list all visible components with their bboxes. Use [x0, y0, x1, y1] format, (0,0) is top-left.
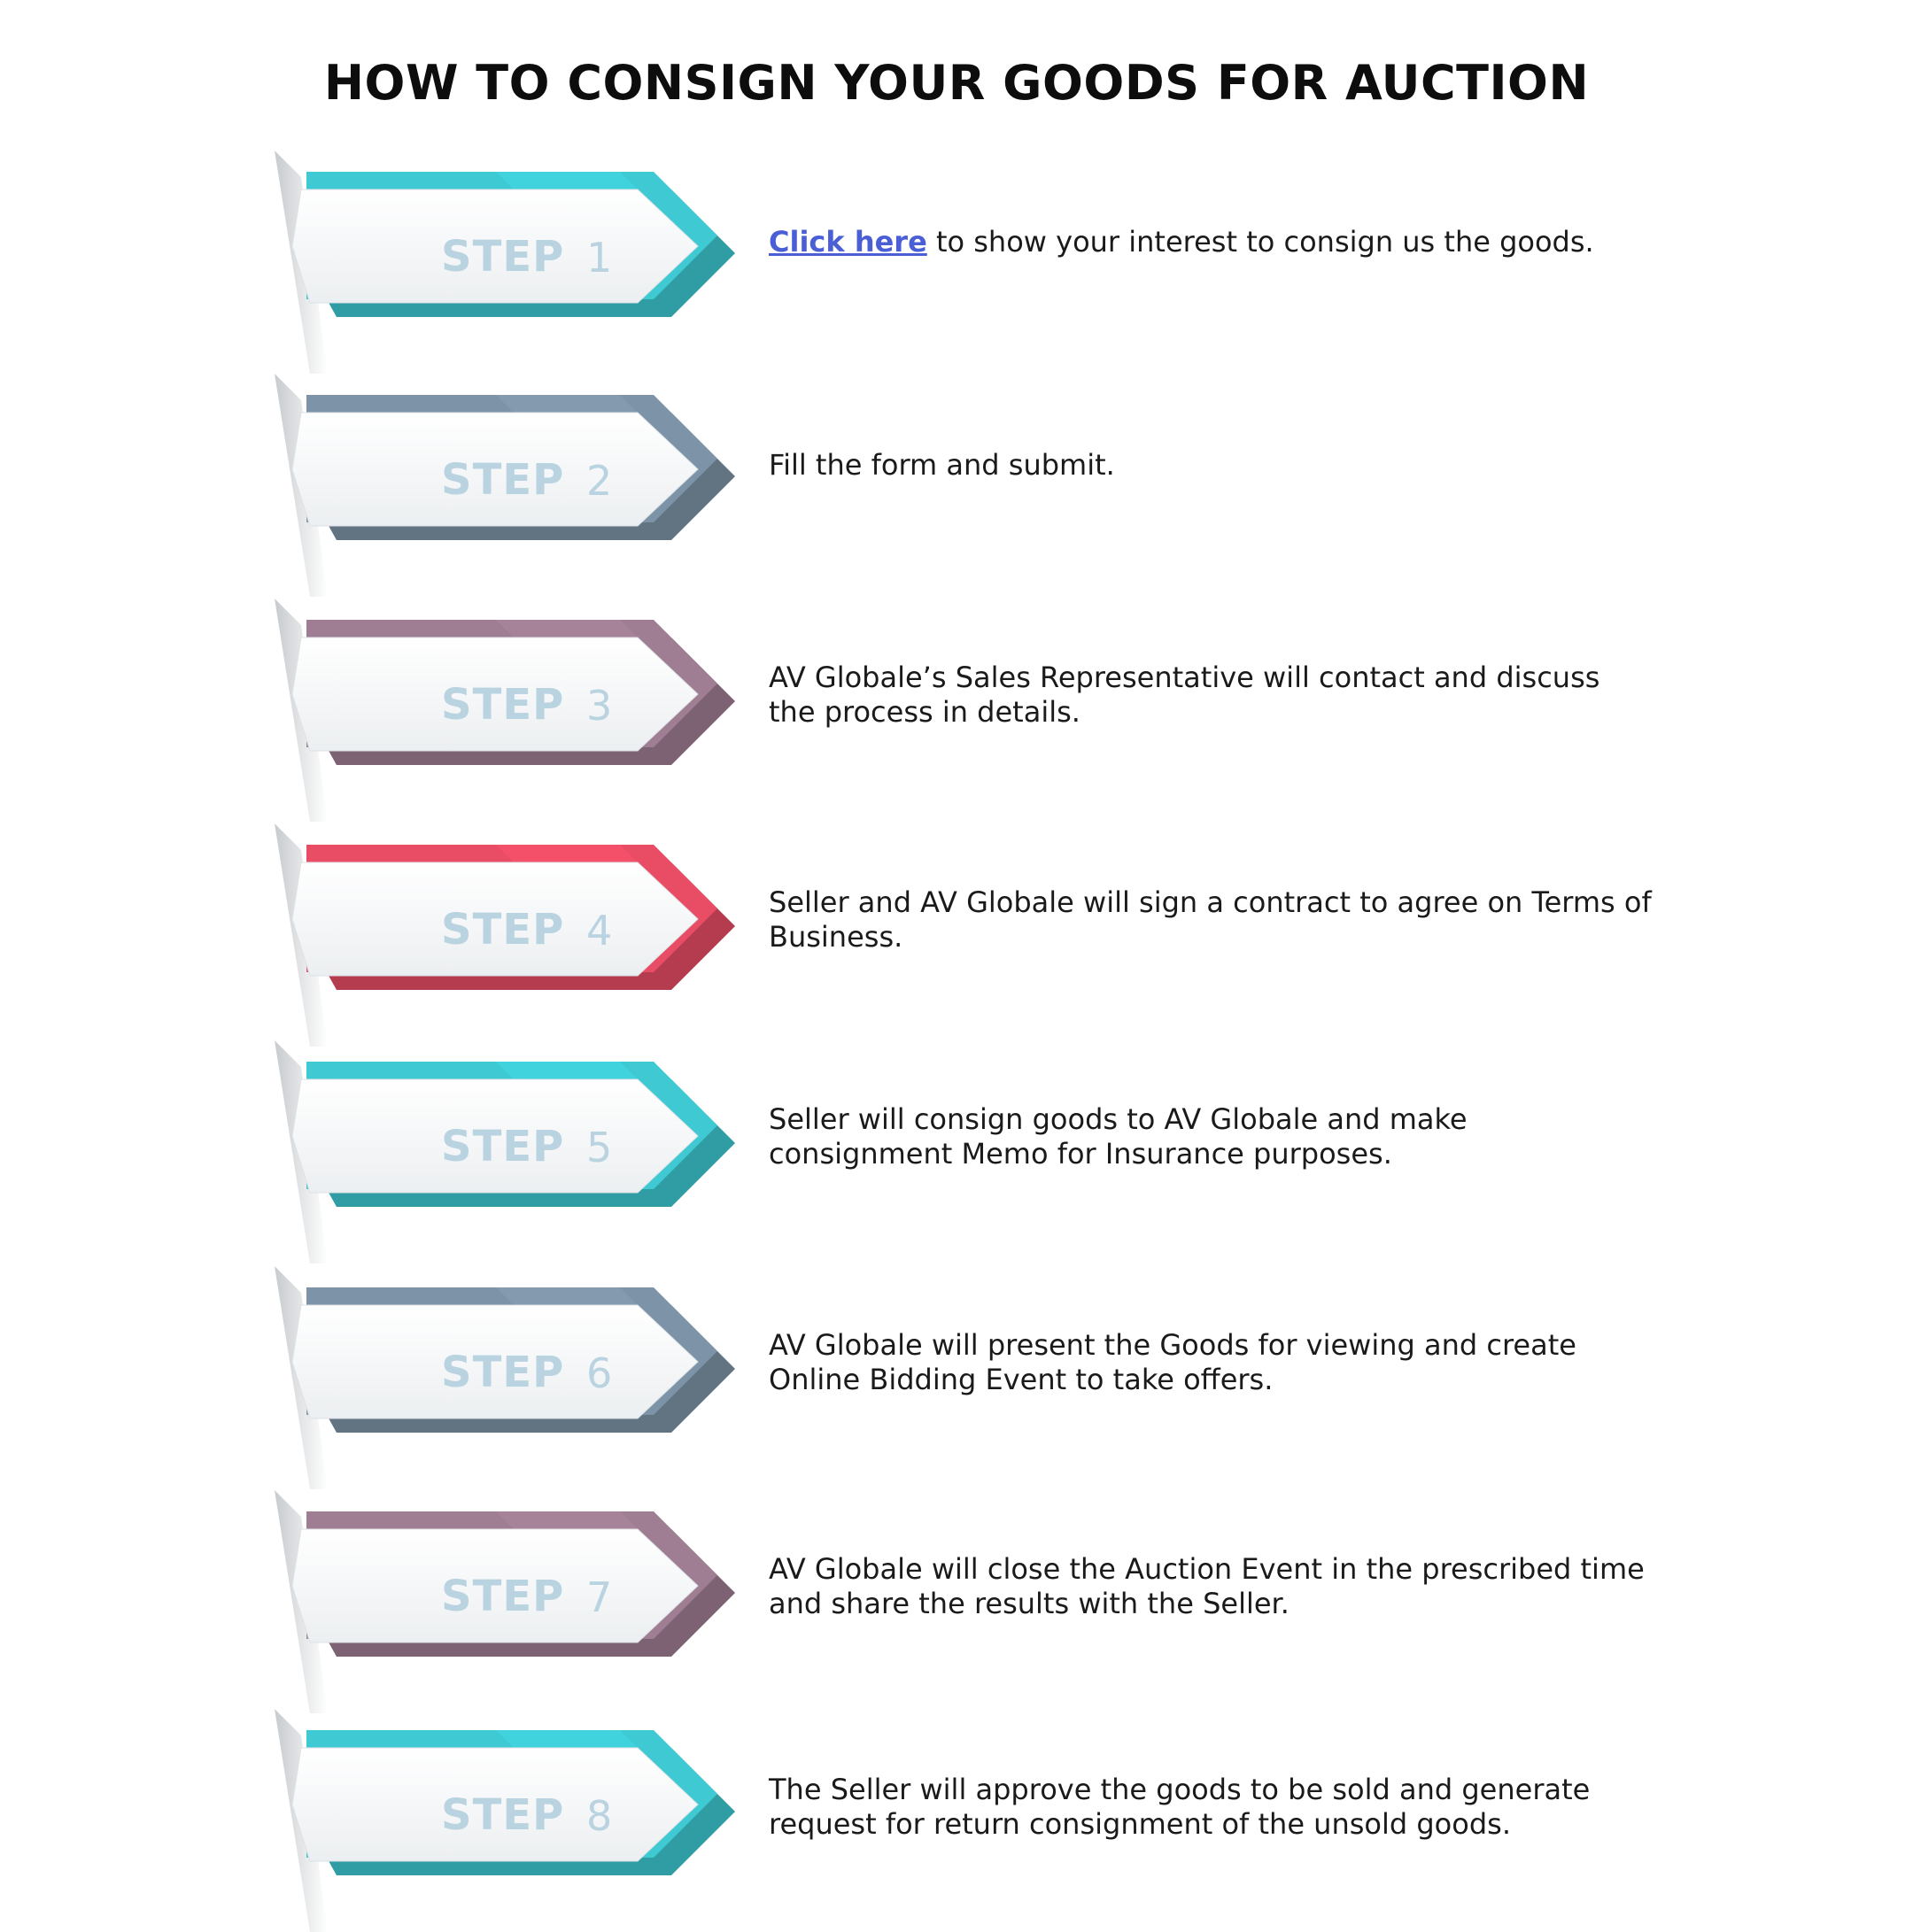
step-label: STEP: [441, 1122, 565, 1171]
step-arrow-graphic: [275, 1490, 735, 1713]
step-label: STEP: [441, 1348, 565, 1397]
step-row: STEP 1 Click here to show your interest to…: [0, 151, 1913, 374]
step-plaque: [291, 189, 699, 304]
step-plaque: [291, 637, 699, 752]
step-description-text: AV Globale will close the Auction Event …: [769, 1552, 1645, 1620]
step-description: AV Globale will close the Auction Event …: [769, 1552, 1654, 1621]
step-arrow-graphic: [275, 1040, 735, 1264]
step-number: 3: [586, 682, 613, 730]
step-plaque: [291, 1528, 699, 1643]
step-arrow-graphic: [275, 374, 735, 597]
step-number: 4: [586, 907, 613, 954]
step-number: 1: [586, 234, 613, 282]
step-arrow-graphic: [275, 1266, 735, 1489]
step-badge: STEP 2: [275, 374, 735, 597]
step-label: STEP: [441, 905, 565, 954]
step-description-text: The Seller will approve the goods to be …: [769, 1773, 1591, 1841]
step-number: 7: [586, 1573, 613, 1621]
step-description-text: Seller will consign goods to AV Globale …: [769, 1102, 1468, 1171]
step-description-text: AV Globale will present the Goods for vi…: [769, 1328, 1576, 1396]
step-row: STEP 4 Seller and AV Globale will sign a c…: [0, 823, 1913, 1047]
step-description-text: to show your interest to consign us the …: [926, 225, 1594, 259]
step-row: STEP 2 Fill the form and submit.: [0, 374, 1913, 597]
step-row: STEP 6 AV Globale will present the Goods f…: [0, 1266, 1913, 1489]
step-badge: STEP 8: [275, 1709, 735, 1932]
step-description-text: Fill the form and submit.: [769, 448, 1115, 482]
step-number: 5: [586, 1124, 613, 1171]
step-description: Fill the form and submit.: [769, 448, 1654, 483]
step-number: 6: [586, 1349, 613, 1397]
step-number: 8: [586, 1792, 613, 1840]
step-plaque: [291, 1078, 699, 1194]
step-description: The Seller will approve the goods to be …: [769, 1773, 1654, 1842]
step-description-text: Seller and AV Globale will sign a contra…: [769, 885, 1652, 954]
step-description: Seller and AV Globale will sign a contra…: [769, 885, 1654, 954]
step-label: STEP: [441, 455, 565, 505]
step-badge: STEP 1: [275, 151, 735, 374]
page-title: HOW TO CONSIGN YOUR GOODS FOR AUCTION: [323, 55, 1590, 111]
step-plaque: [291, 862, 699, 977]
step-badge: STEP 5: [275, 1040, 735, 1264]
step-badge: STEP 4: [275, 823, 735, 1047]
step-label: STEP: [441, 680, 565, 730]
step-row: STEP 8 The Seller will approve the goods t…: [0, 1709, 1913, 1932]
step-label: STEP: [441, 1572, 565, 1621]
step-arrow-graphic: [275, 599, 735, 822]
step-label: STEP: [441, 1790, 565, 1840]
step-label: STEP: [441, 232, 565, 282]
step-description: Seller will consign goods to AV Globale …: [769, 1102, 1654, 1171]
step-plaque: [291, 1747, 699, 1862]
step-badge: STEP 7: [275, 1490, 735, 1713]
step-description-text: AV Globale’s Sales Representative will c…: [769, 661, 1600, 729]
step-plaque: [291, 412, 699, 527]
step-description: Click here to show your interest to cons…: [769, 225, 1654, 259]
step-description: AV Globale will present the Goods for vi…: [769, 1328, 1654, 1397]
step-row: STEP 3 AV Globale’s Sales Representative w…: [0, 599, 1913, 822]
step-description: AV Globale’s Sales Representative will c…: [769, 661, 1654, 730]
click-here-link[interactable]: Click here: [769, 225, 927, 259]
step-arrow-graphic: [275, 1709, 735, 1932]
step-arrow-graphic: [275, 823, 735, 1047]
step-number: 2: [586, 457, 613, 505]
step-badge: STEP 6: [275, 1266, 735, 1489]
step-row: STEP 7 AV Globale will close the Auction E…: [0, 1490, 1913, 1713]
step-badge: STEP 3: [275, 599, 735, 822]
step-arrow-graphic: [275, 151, 735, 374]
step-row: STEP 5 Seller will consign goods to AV Glo…: [0, 1040, 1913, 1264]
step-plaque: [291, 1304, 699, 1419]
